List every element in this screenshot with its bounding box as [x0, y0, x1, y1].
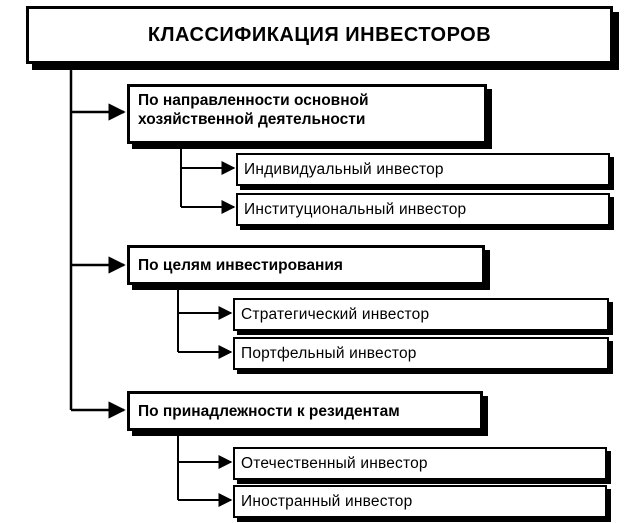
item-label-3-2: Иностранный инвестор	[241, 492, 413, 510]
diagram-title: КЛАССИФИКАЦИЯ ИНВЕСТОРОВ	[147, 23, 492, 46]
title-box: КЛАССИФИКАЦИЯ ИНВЕСТОРОВ	[26, 6, 613, 64]
item-box-3-1: Отечественный инвестор	[233, 447, 607, 480]
item-box-3-2: Иностранный инвестор	[233, 485, 607, 518]
item-box-2-1: Стратегический инвестор	[233, 298, 609, 331]
item-box-1-2: Институциональный инвестор	[236, 193, 610, 226]
item-label-1-1: Индивидуальный инвестор	[244, 160, 444, 178]
item-label-1-2: Институциональный инвестор	[244, 200, 467, 218]
category-box-3: По принадлежности к резидентам	[127, 391, 483, 431]
item-box-2-2: Портфельный инвестор	[233, 337, 609, 370]
category-box-1: По направленности основной хозяйственной…	[127, 84, 487, 144]
category-label-3: По принадлежности к резидентам	[138, 403, 400, 420]
category-label-2: По целям инвестирования	[138, 257, 343, 274]
category-label-1: По направленности основной хозяйственной…	[138, 92, 369, 128]
item-box-1-1: Индивидуальный инвестор	[236, 153, 610, 186]
category-box-2: По целям инвестирования	[127, 245, 485, 285]
item-label-3-1: Отечественный инвестор	[241, 454, 428, 472]
item-label-2-1: Стратегический инвестор	[241, 305, 430, 323]
item-label-2-2: Портфельный инвестор	[241, 344, 417, 362]
